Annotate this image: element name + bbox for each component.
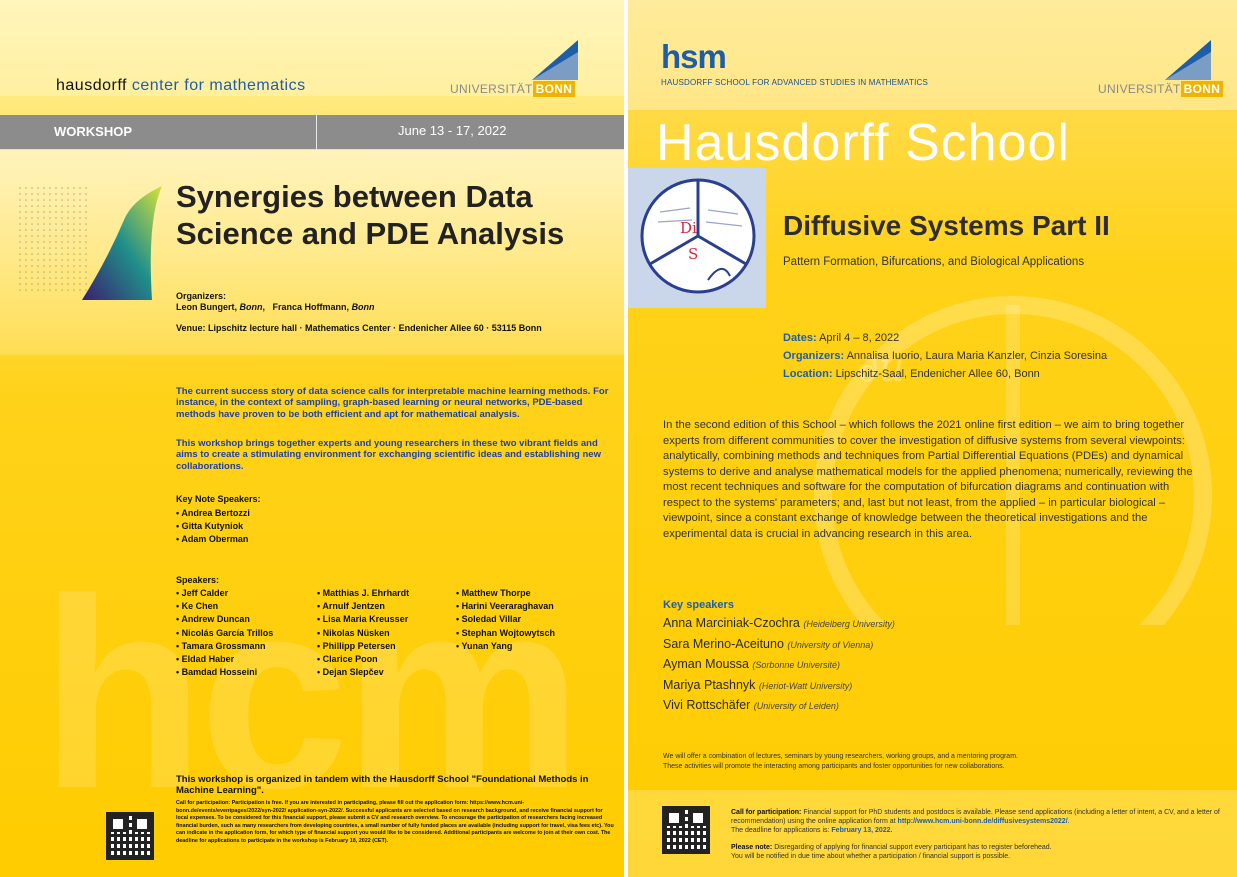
cfp-paragraph: Call for participation: Financial suppor…	[731, 809, 1220, 834]
footer-band	[628, 790, 1237, 877]
speaker-item: Nicolás García Trillos	[176, 627, 274, 640]
speaker-item: Yunan Yang	[456, 640, 555, 653]
school-info: Dates: April 4 – 8, 2022 Organizers: Ann…	[783, 329, 1107, 383]
key-speaker-item: Ayman Moussa (Sorbonne Université)	[663, 657, 840, 671]
hcm-logo-text: hausdorff center for mathematics	[56, 77, 306, 94]
dis-pie-logo-icon	[640, 178, 756, 294]
workshop-title: Synergies between Data Science and PDE A…	[176, 179, 565, 252]
hsm-logo: hsm	[661, 38, 727, 75]
school-subject-subtitle: Pattern Formation, Bifurcations, and Bio…	[783, 256, 1085, 268]
key-speakers-list: Anna Marciniak-Czochra (Heidelberg Unive…	[663, 614, 895, 717]
abstract-paragraph: In the second edition of this School – w…	[663, 419, 1193, 540]
offer-note: We will offer a combination of lectures,…	[663, 753, 1018, 770]
speaker-item: Ke Chen	[176, 600, 273, 613]
school-title: Hausdorff School	[656, 114, 1070, 172]
speaker-item: Bamdad Hosseini	[176, 666, 273, 679]
mesh-figure-image	[18, 184, 162, 300]
workshop-date: June 13 - 17, 2022	[398, 123, 507, 138]
dis-logo-d: Di	[680, 219, 697, 237]
speakers-column-2: Matthias J. EhrhardtArnulf JentzenLisa M…	[317, 587, 409, 679]
intro-paragraph-1: The current success story of data scienc…	[176, 386, 609, 420]
keynote-speaker: Adam Oberman	[176, 533, 250, 546]
keynote-speaker: Andrea Bertozzi	[176, 507, 250, 520]
speaker-item: Phillipp Petersen	[317, 640, 409, 653]
speaker-item: Dejan Slepčev	[317, 666, 409, 679]
key-speaker-item: Vivi Rottschäfer (University of Leiden)	[663, 698, 839, 712]
speaker-item: Eldad Haber	[176, 653, 273, 666]
organizers-label: Organizers:	[176, 291, 227, 301]
uni-bonn-logo-icon	[1165, 40, 1211, 80]
keynote-speaker: Gitta Kutyniok	[176, 520, 250, 533]
hsm-logo-subtitle: HAUSDORFF SCHOOL FOR ADVANCED STUDIES IN…	[661, 78, 929, 87]
organizers-block: Organizers: Leon Bungert, Bonn, Franca H…	[176, 291, 375, 314]
speaker-item: Matthew Thorpe	[456, 587, 555, 600]
speaker-item: Andrew Duncan	[176, 613, 273, 626]
diffusion-watermark-icon	[814, 296, 1212, 625]
partial-u-watermark: ∂u	[858, 345, 905, 391]
bar-divider	[316, 113, 317, 151]
speaker-item: Soledad Villar	[456, 613, 555, 626]
speaker-item: Arnulf Jentzen	[317, 600, 409, 613]
speaker-item: Lisa Maria Kreusser	[317, 613, 409, 626]
organizers-line: Leon Bungert, Bonn, Franca Hoffmann, Bon…	[176, 302, 375, 313]
speaker-item: Jeff Calder	[176, 587, 273, 600]
qr-code-icon	[106, 812, 154, 860]
dis-logo-s: S	[688, 245, 699, 263]
speaker-item: Tamara Grossmann	[176, 640, 273, 653]
key-speaker-item: Mariya Ptashnyk (Heriot-Watt University)	[663, 677, 853, 692]
uni-bonn-logo-icon	[532, 40, 578, 80]
header-band	[0, 0, 624, 96]
keynote-label: Key Note Speakers:	[176, 494, 261, 504]
speaker-item: Stephan Wojtowytsch	[456, 627, 555, 640]
venue-line: Venue: Lipschitz lecture hall · Mathemat…	[176, 323, 542, 333]
header-band	[628, 0, 1237, 110]
keynote-list: Andrea BertozziGitta KutyniokAdam Oberma…	[176, 507, 250, 547]
location-line: Location: Lipschitz-Saal, Endenicher All…	[783, 368, 1040, 380]
speakers-label: Speakers:	[176, 575, 220, 585]
speaker-item: Harini Veeraraghavan	[456, 600, 555, 613]
organizers-line: Organizers: Annalisa Iuorio, Laura Maria…	[783, 350, 1108, 362]
speaker-item: Matthias J. Ehrhardt	[317, 587, 410, 600]
cfp-link[interactable]: http://www.hcm.uni-bonn.de/diffusivesyst…	[897, 818, 1068, 825]
speakers-column-1: Jeff CalderKe ChenAndrew DuncanNicolás G…	[176, 587, 273, 679]
key-speakers-label: Key speakers	[663, 599, 734, 611]
speakers-column-3: Matthew ThorpeHarini VeeraraghavanSoleda…	[456, 587, 556, 653]
workshop-bar	[0, 115, 624, 149]
qr-code-icon	[662, 806, 710, 854]
note-paragraph: Please note: Disregarding of applying fo…	[731, 844, 1052, 860]
key-speaker-item: Sara Merino-Aceituno (University of Vien…	[663, 636, 874, 651]
cfp-paragraph: Call for participation: Participation is…	[176, 800, 614, 844]
school-poster: hsm HAUSDORFF SCHOOL FOR ADVANCED STUDIE…	[628, 0, 1237, 877]
title-band	[0, 150, 624, 355]
intro-paragraph-2: This workshop brings together experts an…	[176, 438, 601, 472]
workshop-poster: hausdorff center for mathematics UNIVERS…	[0, 0, 624, 877]
tandem-note: This workshop is organized in tandem wit…	[176, 774, 589, 797]
school-subject-title: Diffusive Systems Part II	[783, 210, 1110, 241]
workshop-label: WORKSHOP	[54, 124, 132, 139]
speaker-item: Nikolas Nüsken	[317, 627, 409, 640]
dates-line: Dates: April 4 – 8, 2022	[783, 332, 900, 344]
key-speaker-item: Anna Marciniak-Czochra (Heidelberg Unive…	[663, 616, 895, 630]
speaker-item: Clarice Poon	[317, 653, 409, 666]
